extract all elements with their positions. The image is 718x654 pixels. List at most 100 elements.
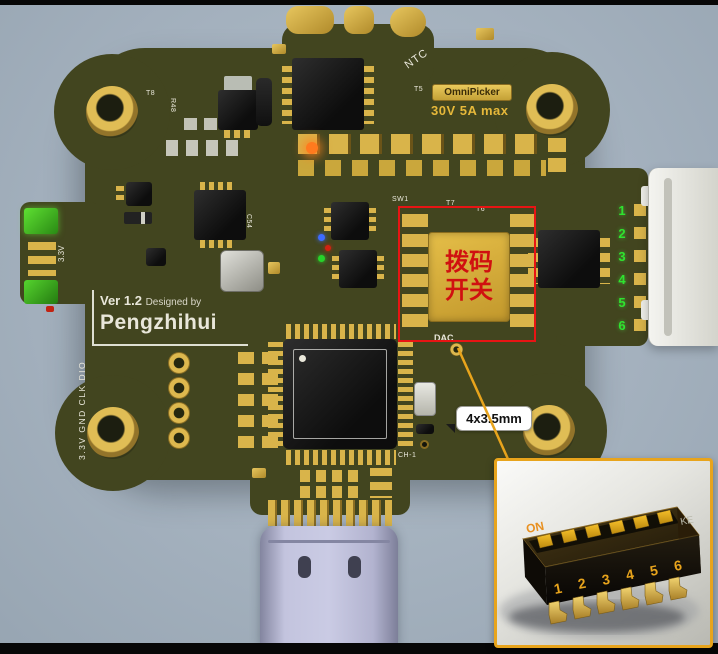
pin-number-6: 6: [618, 318, 626, 333]
inset-pin-number: 4: [625, 566, 636, 583]
inset-pin-number: 5: [649, 562, 660, 579]
dimension-pointer: [446, 424, 455, 433]
inset-pin-number: 2: [577, 575, 588, 592]
silk-3v3-left: 3.3V: [57, 245, 66, 262]
dimension-label: 4x3.5mm: [456, 406, 532, 431]
brand-badge-label: OmniPicker: [444, 87, 500, 98]
bottom-pad-row-1: [300, 470, 362, 482]
led-red-small: [46, 306, 54, 312]
usb-recess-right: [348, 556, 361, 578]
mounting-hole-tr: [526, 84, 578, 136]
electrolytic-cap: [256, 78, 272, 126]
small-chip-left: [146, 248, 166, 266]
inductor: [220, 250, 264, 292]
silk-t8: T8: [146, 90, 156, 97]
mcu-pins-top: [286, 324, 396, 339]
version-bracket: [92, 290, 248, 346]
diode: [124, 212, 152, 224]
white-connector-notch-bottom: [641, 300, 651, 320]
switch-front-face: [545, 535, 701, 605]
capacitor-row-gray-1: [166, 140, 238, 156]
spec-label: 30V 5A max: [431, 103, 509, 118]
transistor-legs: [116, 186, 124, 202]
io-pad-4: [168, 427, 190, 449]
chip-b-pins-left: [332, 256, 339, 282]
silk-t5: T5: [414, 86, 424, 93]
ic-top-pins-right: [364, 66, 374, 124]
silk-t6: T6: [476, 206, 486, 213]
dip-switch-illustration: ON KE 1 2 3 4 5 6: [499, 506, 701, 639]
dip-switch-pins: [548, 576, 688, 625]
mounting-hole-bl: [87, 407, 139, 459]
small-pad-2: [268, 262, 280, 274]
regulator-legs: [224, 130, 252, 138]
silk-r48: R48: [169, 98, 176, 113]
dip-switch-sliders: [536, 509, 674, 549]
author-label: Pengzhihui: [100, 311, 217, 334]
mid-ic-pins-top: [200, 182, 236, 190]
io-pad-1: [168, 352, 190, 374]
right-ic-body: [538, 230, 600, 288]
silk-c54: C54: [245, 214, 252, 229]
white-connector-slot: [664, 178, 672, 336]
dip-switch-body: 拨码 开关: [428, 232, 510, 322]
right-ic-pads-left: [528, 238, 538, 284]
chip-b-body: [339, 250, 377, 288]
mcu-pins-left: [268, 342, 283, 448]
io-pad-3: [168, 402, 190, 424]
top-pad-tab-2: [344, 6, 374, 34]
small-pad: [272, 44, 286, 54]
chip-a-pins-left: [324, 208, 331, 234]
inset-on-label: ON: [525, 519, 545, 536]
status-led-orange: [306, 142, 318, 154]
mcu-body: [283, 339, 397, 449]
transistor-body: [126, 182, 152, 206]
led-green-2: [24, 280, 58, 304]
single-pad: [252, 468, 266, 478]
pin-number-3: 3: [618, 249, 626, 264]
mcu-inner-frame: [293, 349, 387, 439]
mounting-hole-tl: [86, 86, 138, 138]
letterbox-top: [0, 0, 718, 5]
right-ic-pads-right: [600, 238, 610, 284]
mcu-pins-bottom: [286, 450, 396, 465]
chip-a-pins-right: [369, 208, 376, 234]
capacitor-row-gold-2: [298, 160, 546, 176]
bottom-pad-row-2: [300, 486, 362, 498]
led-green: [318, 255, 325, 262]
led-green-1: [24, 208, 58, 234]
silk-sw1: SW1: [392, 196, 409, 203]
inset-pin-numbers: 1 2 3 4 5 6: [553, 557, 684, 597]
version-line: Ver 1.2 Designed by: [100, 294, 201, 308]
capacitor-row-gold-1: [298, 134, 546, 154]
chip-b-pins-right: [377, 256, 384, 282]
regulator-tab: [224, 76, 252, 92]
led-red: [325, 245, 331, 251]
white-connector-body: [648, 168, 718, 346]
io-labels: 3.3V GND CLK DIO: [77, 360, 87, 460]
usb-recess-left: [298, 556, 311, 578]
switch-left-face: [523, 539, 547, 605]
dip-highlight-red-box: [398, 206, 536, 342]
dip-label-line1: 拨码: [445, 249, 493, 277]
io-pad-2: [168, 377, 190, 399]
pin-number-1: 1: [618, 203, 626, 218]
usb-c-connector: [260, 526, 398, 648]
silk-t7: T7: [446, 200, 456, 207]
ic-top-body: [292, 58, 364, 130]
via-dot: [420, 440, 429, 449]
regulator-body: [218, 90, 258, 130]
silk-ch1: CH-1: [398, 452, 417, 459]
mcu-pins-right: [398, 342, 413, 448]
top-pad-tab-1: [286, 6, 334, 34]
brand-badge: OmniPicker: [432, 84, 512, 101]
pin-number-2: 2: [618, 226, 626, 241]
designed-by-label: Designed by: [145, 297, 202, 308]
inset-pin-number: 6: [673, 557, 684, 574]
top-pad-tab-3: [390, 7, 426, 37]
dip-switch-inset: ON KE 1 2 3 4 5 6: [494, 458, 713, 648]
pin-number-4: 4: [618, 272, 626, 287]
crystal: [414, 382, 436, 416]
inset-pin-number: 3: [601, 571, 612, 588]
